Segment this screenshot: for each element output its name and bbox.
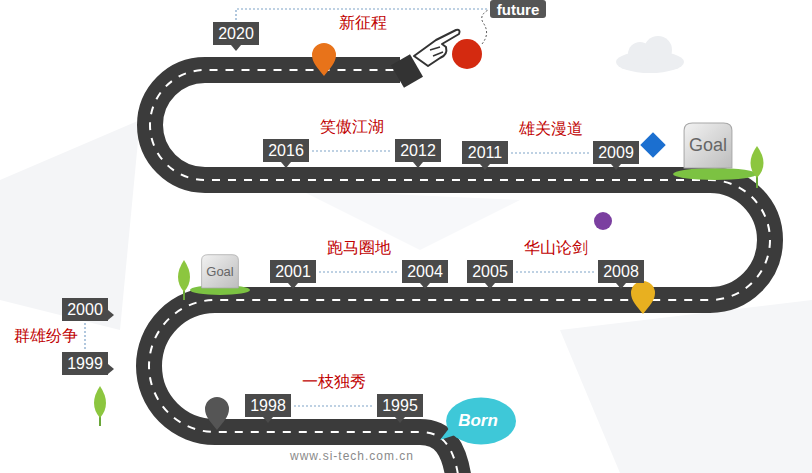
map-pin: [312, 43, 336, 76]
tag-pointer: [108, 364, 114, 374]
year-text: 2011: [468, 144, 502, 162]
dot-marker: [452, 39, 482, 69]
year-tag: 1999: [62, 352, 108, 375]
goal-text: Goal: [689, 135, 727, 156]
year-tag: 1995: [377, 394, 423, 417]
dotted-connector: [294, 405, 374, 406]
tag-pointer: [263, 417, 273, 423]
tag-pointer: [281, 162, 291, 168]
era-name: 华山论剑: [524, 238, 588, 259]
era-name: 群雄纷争: [14, 326, 78, 347]
year-text: 2001: [275, 263, 311, 281]
year-tag: 2011: [462, 141, 508, 164]
year-tag: 2001: [270, 260, 316, 283]
map-pin: [631, 281, 655, 314]
goal-text: Goal: [206, 264, 233, 279]
tag-pointer: [108, 310, 114, 320]
stone-body: [202, 255, 239, 288]
year-tag: 2000: [62, 298, 108, 321]
tag-pointer: [395, 417, 405, 423]
era-name: 笑傲江湖: [320, 117, 384, 138]
goal-stone: Goal: [200, 254, 240, 288]
year-tag: 2005: [467, 260, 513, 283]
dotted-connector: [84, 323, 85, 350]
future-text: future: [497, 1, 540, 18]
map-pin: [205, 397, 229, 430]
era-name: 一枝独秀: [302, 372, 366, 393]
dotted-connector: [516, 271, 595, 272]
year-tag: 2016: [263, 139, 309, 162]
year-tag: 2009: [593, 141, 639, 164]
year-tag: 2012: [395, 139, 441, 162]
background-shape: [560, 300, 812, 473]
goal-stone: Goal: [682, 122, 734, 168]
year-tag: 1998: [245, 394, 291, 417]
year-text: 1995: [382, 397, 418, 415]
stone-body: [684, 123, 732, 168]
year-text: 2008: [603, 263, 639, 281]
tag-pointer: [231, 45, 241, 51]
tree: [178, 260, 190, 300]
tag-pointer: [420, 283, 430, 289]
year-text: 2009: [598, 144, 634, 162]
era-name: 新征程: [339, 13, 387, 34]
dotted-connector: [511, 152, 590, 153]
tag-pointer: [480, 164, 490, 170]
year-text: 2012: [400, 142, 436, 160]
year-text: 2005: [472, 263, 508, 281]
diamond-marker: [640, 132, 665, 157]
year-text: 1998: [250, 397, 286, 415]
year-tag: 2020: [213, 22, 259, 45]
year-tag: 2008: [598, 260, 644, 283]
dotted-connector: [312, 150, 392, 151]
tree: [751, 146, 764, 188]
year-text: 2004: [407, 263, 443, 281]
road: [149, 70, 770, 473]
watermark: www.si-tech.com.cn: [290, 449, 414, 463]
road-center-line: [149, 70, 770, 473]
background-shape: [0, 120, 140, 330]
pointing-hand: [391, 30, 460, 88]
cloud: [616, 36, 684, 73]
dotted-connector: [319, 271, 399, 272]
year-text: 2000: [67, 301, 103, 319]
year-text: 2016: [268, 142, 304, 160]
year-text: 1999: [67, 355, 103, 373]
tag-pointer: [616, 283, 626, 289]
tag-pointer: [413, 162, 423, 168]
year-tag: 2004: [402, 260, 448, 283]
dot-marker: [594, 212, 612, 230]
tag-pointer: [288, 283, 298, 289]
tag-pointer: [611, 164, 621, 170]
dotted-trail: [482, 10, 488, 44]
born-text: Born: [458, 411, 498, 431]
grass: [673, 168, 757, 180]
bubble-body: [446, 398, 516, 445]
tree: [94, 386, 106, 426]
era-name: 雄关漫道: [519, 119, 583, 140]
era-name: 跑马圈地: [327, 238, 391, 259]
born-bubble: Born: [440, 396, 516, 446]
future-tag: future: [490, 0, 546, 18]
tag-pointer: [485, 283, 495, 289]
year-text: 2020: [218, 25, 254, 43]
